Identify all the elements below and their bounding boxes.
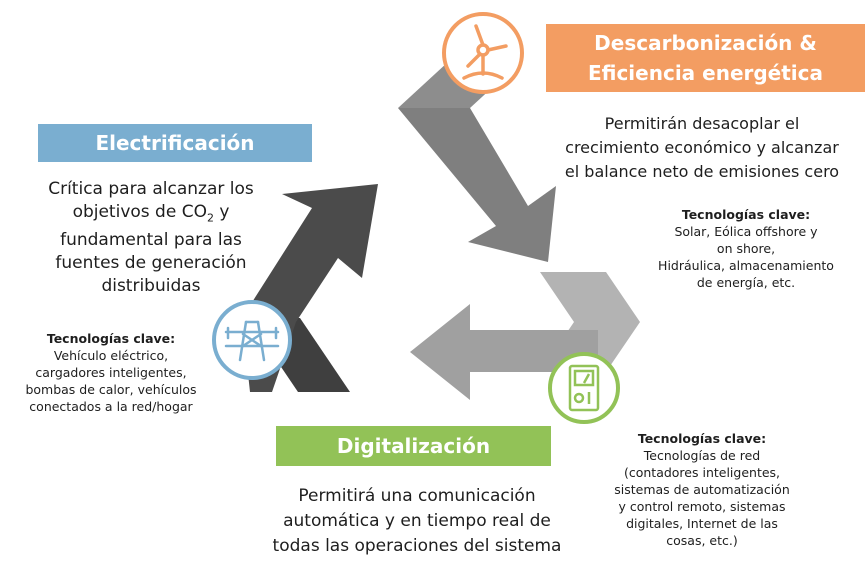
desc-line: Crítica para alcanzar los [48, 179, 254, 199]
electrificacion-description: Crítica para alcanzar los objetivos de C… [20, 178, 282, 298]
desc-co2-suffix: y [213, 202, 230, 222]
desc-line: el balance neto de emisiones cero [564, 162, 840, 181]
descarbonizacion-technologies: Tecnologías clave: Solar, Eólica offshor… [628, 206, 864, 291]
desc-co2-text: objetivos de CO [72, 202, 207, 222]
tech-line: cosas, etc.) [666, 533, 738, 548]
descarbonizacion-title: Descarbonización & Eficiencia energética [546, 24, 865, 92]
tech-heading: Tecnologías clave: [46, 331, 176, 346]
tech-line: on shore, [716, 241, 776, 256]
tech-line: bombas de calor, vehículos [25, 382, 197, 397]
digitalizacion-title-text: Digitalización [336, 434, 491, 458]
tech-line: digitales, Internet de las [626, 516, 778, 531]
tech-line: sistemas de automatización [614, 482, 790, 497]
tech-line: Solar, Eólica offshore y [674, 224, 818, 239]
tech-line: conectados a la red/hogar [29, 399, 193, 414]
desc-co2-subscript: 2 [206, 211, 214, 225]
tech-line: y control remoto, sistemas [618, 499, 786, 514]
tech-heading: Tecnologías clave: [681, 207, 811, 222]
wind-turbine-icon [442, 12, 524, 94]
arrow-descarbonizacion [398, 108, 556, 262]
digitalizacion-title: Digitalización [276, 426, 551, 466]
electrificacion-technologies: Tecnologías clave: Vehículo eléctrico, c… [0, 330, 222, 415]
arrow-digitalizacion [410, 304, 598, 400]
desc-line: distribuidas [101, 276, 201, 297]
tech-line: Vehículo eléctrico, [53, 348, 169, 363]
desc-line: todas las operaciones del sistema [272, 536, 562, 556]
tech-line: cargadores inteligentes, [35, 365, 187, 380]
electrificacion-title-text: Electrificación [95, 131, 255, 155]
desc-line: crecimiento económico y alcanzar [565, 138, 839, 157]
desc-line: Permitirá una comunicación [298, 486, 536, 506]
digitalizacion-technologies: Tecnologías clave: Tecnologías de red (c… [582, 430, 822, 549]
tech-line: Tecnologías de red [643, 448, 761, 463]
descarbonizacion-title-line2: Eficiencia energética [587, 61, 824, 85]
desc-line: automática y en tiempo real de [283, 511, 551, 531]
descarbonizacion-title-line1: Descarbonización & [594, 31, 817, 55]
desc-line: fuentes de generación [55, 253, 247, 274]
tech-heading: Tecnologías clave: [637, 431, 767, 446]
electrificacion-title: Electrificación [38, 124, 312, 162]
tech-line: Hidráulica, almacenamiento [658, 258, 834, 273]
desc-line: Permitirán desacoplar el [604, 114, 800, 133]
digitalizacion-description: Permitirá una comunicación automática y … [258, 484, 576, 559]
desc-line: objetivos de CO2 y [20, 201, 282, 229]
smart-meter-icon [548, 352, 620, 424]
desc-line: fundamental para las [60, 230, 242, 251]
tech-line: (contadores inteligentes, [623, 465, 781, 480]
tech-line: de energía, etc. [696, 275, 796, 290]
power-tower-icon [212, 300, 292, 380]
descarbonizacion-description: Permitirán desacoplar el crecimiento eco… [532, 112, 865, 184]
